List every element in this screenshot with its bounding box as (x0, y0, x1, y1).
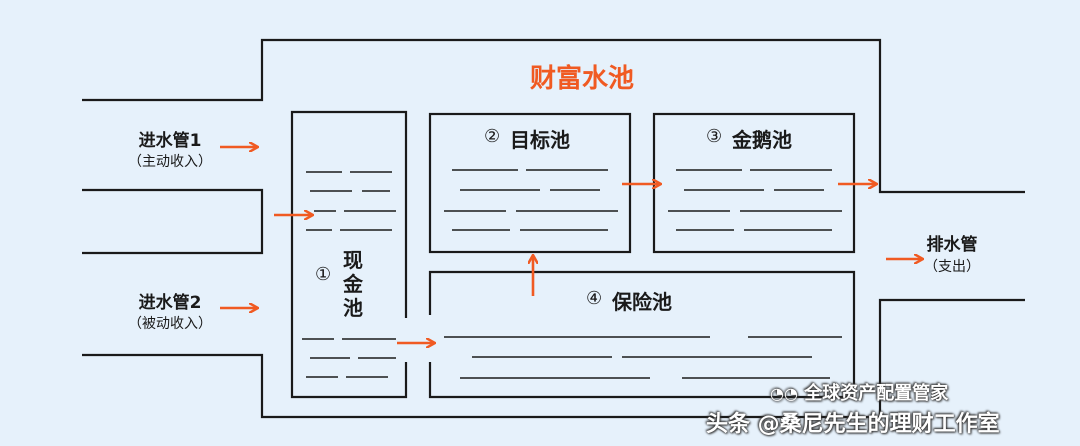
cash-pool-number: ① (315, 264, 332, 285)
watermark-source: 头条 @桑尼先生的理财工作室 (706, 412, 1000, 437)
goal-pool-name: 目标池 (510, 128, 570, 152)
water-lines-cash (302, 171, 396, 378)
goal-pool-number: ② (484, 126, 501, 147)
insurance-pool-number: ④ (586, 288, 603, 309)
water-lines-goal (444, 169, 618, 231)
inlet-pipe-1-label: 进水管1 (138, 131, 202, 151)
outlet-pipe-sub: （支出） (924, 259, 980, 275)
cash-pool-box (290, 110, 408, 399)
water-lines-insurance (444, 336, 842, 379)
watermark-account: ◔◔ 全球资产配置管家 (770, 379, 948, 405)
inlet-pipe-1-sub: （主动收入） (128, 154, 212, 170)
water-lines-goose (668, 169, 842, 231)
insurance-pool-name: 保险池 (612, 290, 672, 314)
goose-pool-number: ③ (706, 126, 723, 147)
diagram-title: 财富水池 (530, 64, 635, 94)
flow-arrows (220, 147, 922, 343)
tank-left-wall-middle (82, 188, 264, 255)
tank-walls (82, 38, 1025, 419)
tank-top-wall (82, 38, 1025, 194)
inlet-pipe-2-label: 进水管2 (138, 293, 202, 313)
tank-bottom-wall (82, 298, 1025, 419)
goose-pool-name: 金鹅池 (732, 128, 792, 152)
insurance-pool-box (428, 270, 856, 399)
cash-pool-name: 现金池 (343, 248, 363, 320)
watermark-account-text: 全球资产配置管家 (804, 383, 949, 404)
outlet-pipe-label: 排水管 (926, 235, 978, 255)
wechat-icon: ◔◔ (770, 384, 798, 403)
inlet-pipe-2-sub: （被动收入） (128, 316, 212, 332)
